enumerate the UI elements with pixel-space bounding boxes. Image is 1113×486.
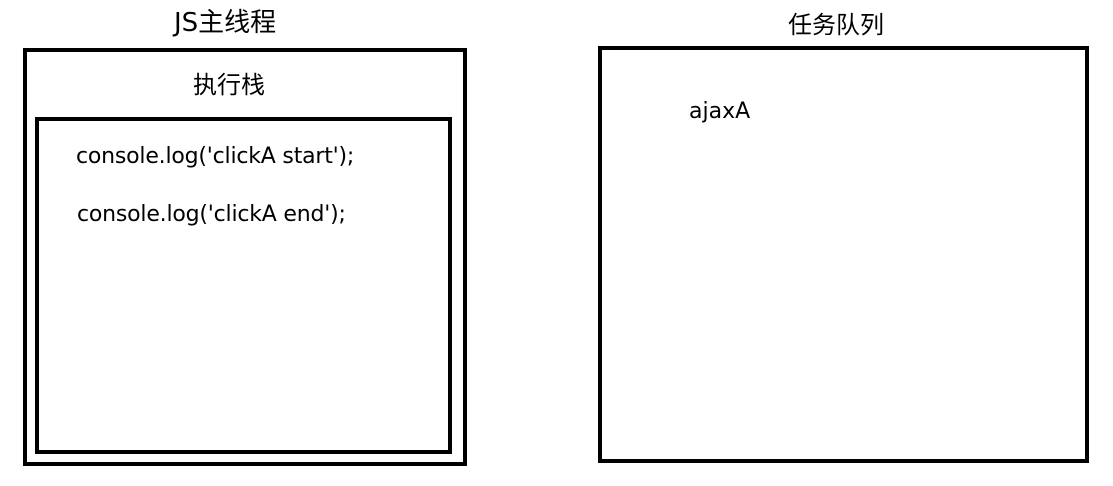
call-stack-line-1: console.log('clickA start'); <box>76 144 355 169</box>
task-queue-box <box>598 46 1089 463</box>
call-stack-box <box>35 117 452 454</box>
call-stack-title: 执行栈 <box>193 71 265 99</box>
task-queue-title: 任务队列 <box>788 11 884 39</box>
task-queue-item-1: ajaxA <box>689 99 751 124</box>
call-stack-line-2: console.log('clickA end'); <box>77 202 346 227</box>
main-thread-title: JS主线程 <box>174 8 277 38</box>
